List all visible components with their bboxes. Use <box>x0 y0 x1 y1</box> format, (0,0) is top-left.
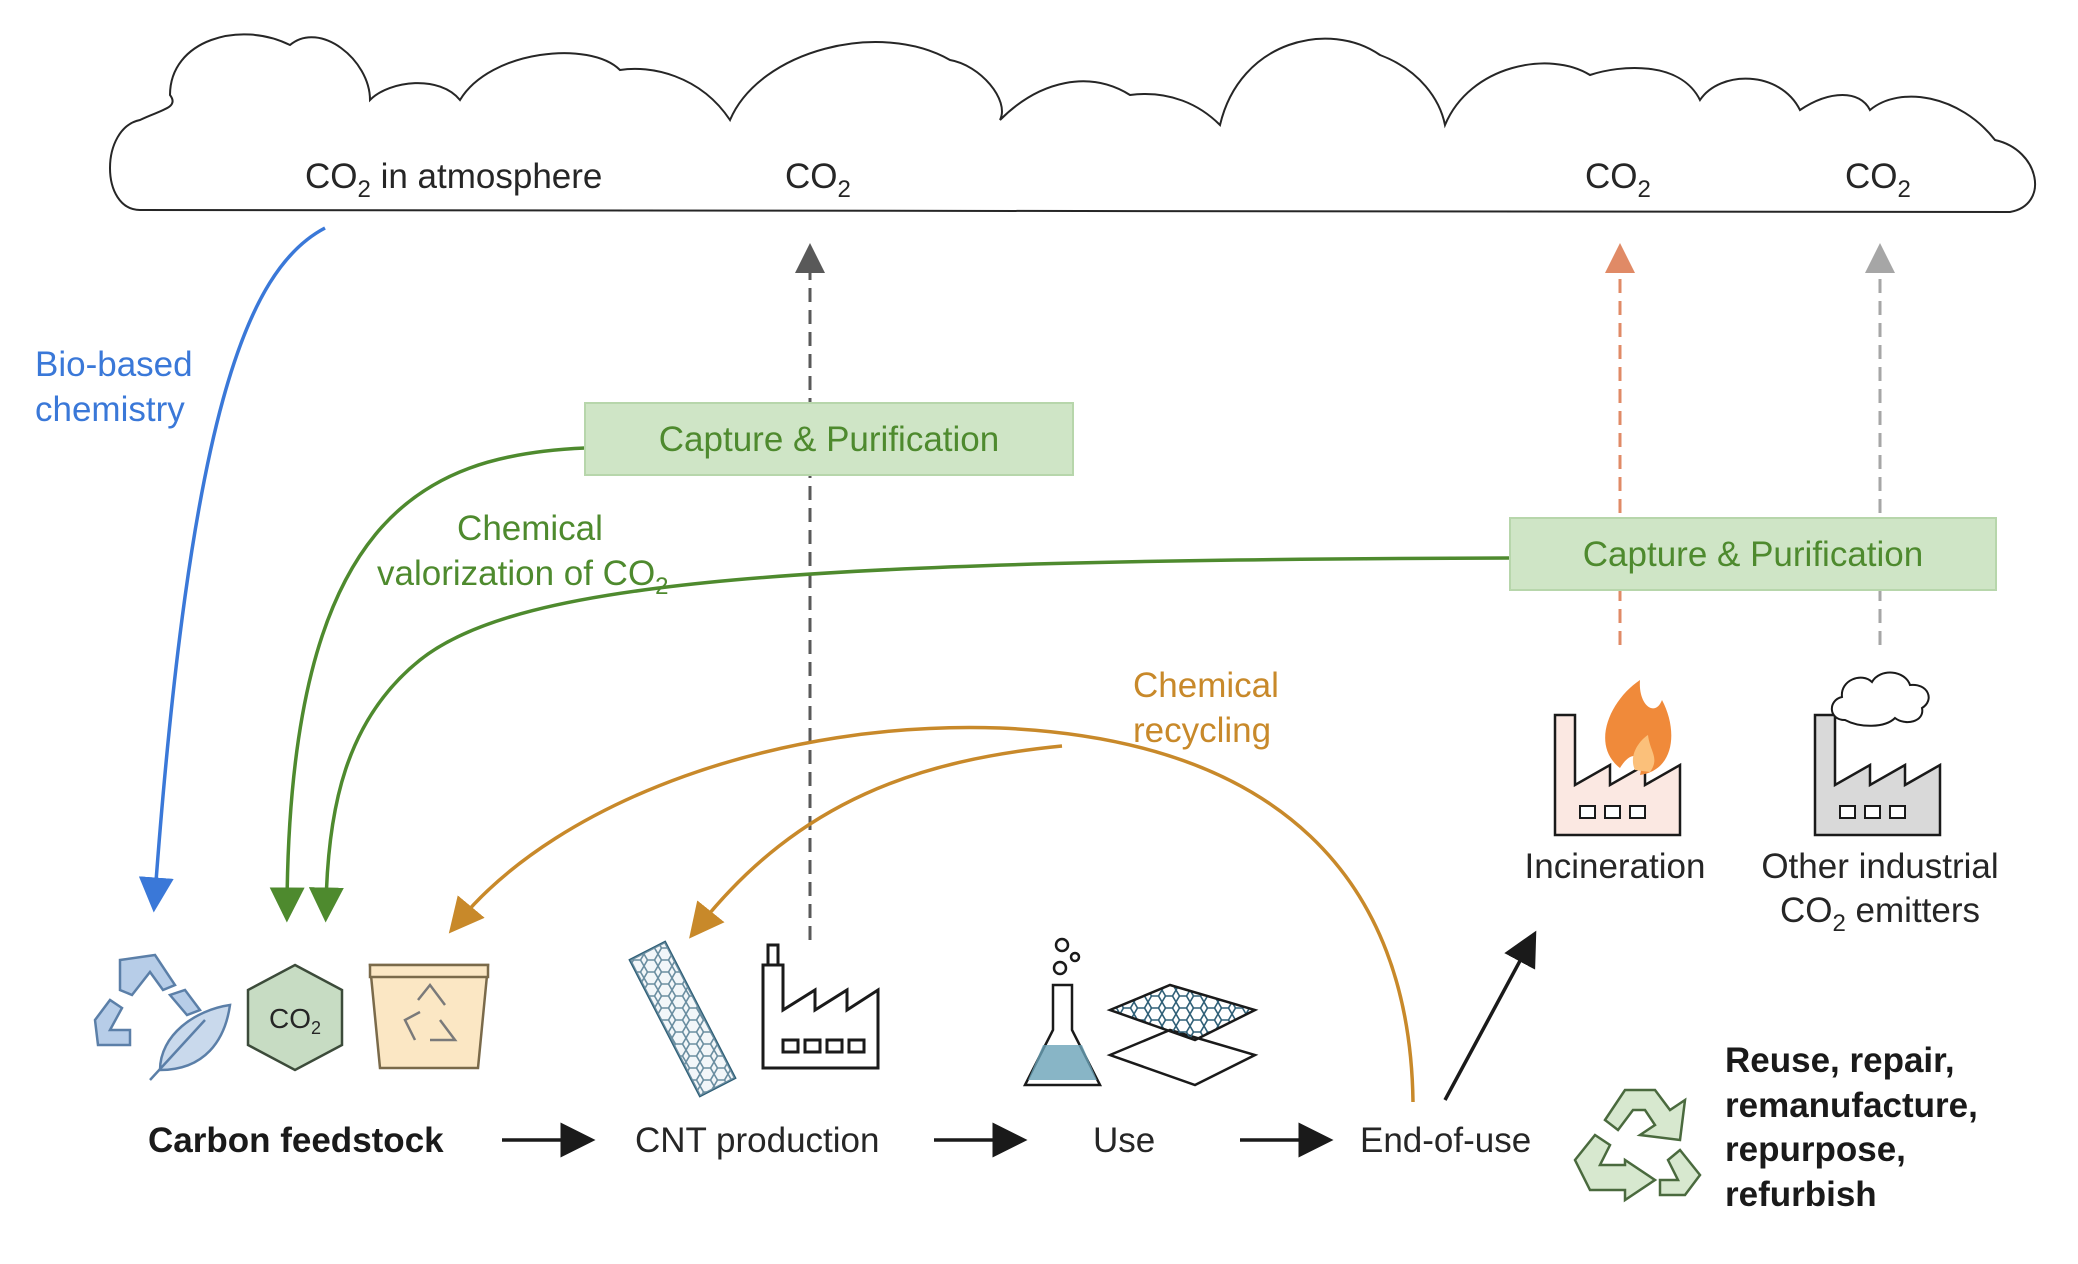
carbon-feedstock-label: Carbon feedstock <box>148 1121 444 1160</box>
end-of-use-to-incineration-arrow <box>1443 930 1537 1101</box>
svg-text:CO2: CO2 <box>269 1003 321 1038</box>
other-industrial-label-line2: CO2 emitters <box>1780 891 1980 937</box>
flame-icon <box>1605 680 1672 775</box>
incineration-label: Incineration <box>1525 847 1706 886</box>
capture-purification-box-left: Capture & Purification <box>584 402 1074 476</box>
capture-purification-label-right: Capture & Purification <box>1583 535 1923 574</box>
capture-purification-label-left: Capture & Purification <box>659 420 999 459</box>
bio-based-label-line2: chemistry <box>35 390 185 429</box>
industrial-factory-icon <box>1813 713 1942 837</box>
smoke-cloud-icon <box>1830 671 1930 727</box>
use-label: Use <box>1093 1121 1155 1160</box>
chemical-recycling-arc-outer <box>448 725 1415 1103</box>
chemical-recycling-arc-inner <box>689 744 1063 939</box>
bio-based-arrow <box>138 226 326 913</box>
co2-label-industrial: CO2 <box>1845 157 1911 203</box>
reuse-recycle-icon <box>1573 1088 1702 1203</box>
bio-recycle-leaf-icon <box>93 953 232 1081</box>
chemical-valorization-line1: Chemical <box>457 509 603 548</box>
chemical-recycling-line2: recycling <box>1133 711 1271 750</box>
chemical-recycling-line1: Chemical <box>1133 666 1279 705</box>
reuse-line1: Reuse, repair, <box>1725 1041 1955 1080</box>
end-of-use-label: End-of-use <box>1360 1121 1531 1160</box>
incineration-factory-icon <box>1553 713 1682 837</box>
flask-icon <box>1022 937 1103 1087</box>
reuse-line2: remanufacture, <box>1725 1086 1978 1125</box>
co2-in-atmosphere-label: CO2 in atmosphere <box>305 157 602 203</box>
reuse-line4: refurbish <box>1725 1175 1877 1214</box>
reuse-line3: repurpose, <box>1725 1130 1906 1169</box>
other-industrial-label-line1: Other industrial <box>1761 847 1998 886</box>
bio-based-label-line1: Bio-based <box>35 345 193 384</box>
co2-label-incineration: CO2 <box>1585 157 1651 203</box>
atmosphere-cloud: CO2 in atmosphere CO2 CO2 CO2 <box>109 33 2037 214</box>
co2-label-cnt: CO2 <box>785 157 851 203</box>
co2-hexagon-icon: CO2 <box>246 963 344 1072</box>
factory-icon <box>761 943 880 1070</box>
valorization-arrow-upper <box>269 446 586 923</box>
nanomaterial-sheet-icon <box>1106 983 1259 1087</box>
cnt-production-label: CNT production <box>635 1121 879 1160</box>
recycling-bin-icon <box>368 963 490 1070</box>
capture-purification-box-right: Capture & Purification <box>1509 517 1997 591</box>
chemical-valorization-line2: valorization of CO2 <box>377 554 669 600</box>
valorization-arrow-lower <box>308 556 1511 923</box>
carbon-nanotube-icon <box>628 940 737 1098</box>
